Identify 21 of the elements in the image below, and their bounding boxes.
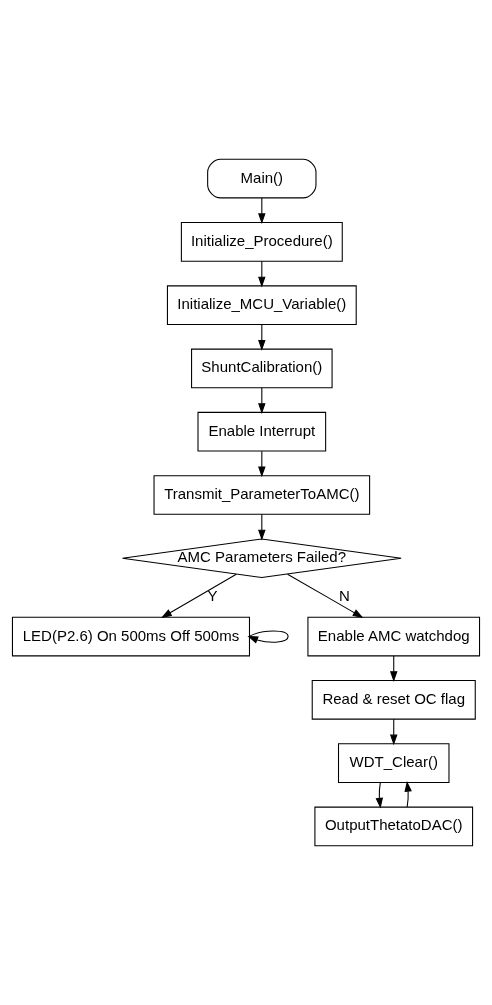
arrow [258,513,266,541]
node-diamond: AMC Parameters Failed? [121,538,402,579]
arrow [161,573,237,618]
arrow [258,260,266,288]
arrow [404,780,412,808]
node-box: Initialize_MCU_Variable() [166,285,357,325]
node-box: ShuntCalibration() [191,348,333,389]
node-box: Main() [207,158,317,199]
node-box: Transmit_ParameterToAMC() [153,475,371,515]
node-box: Read & reset OC flag [311,680,476,720]
node-box: WDT_Clear() [337,743,450,783]
arrow [375,782,384,809]
node-box: LED(P2.6) On 500ms Off 500ms [11,616,251,657]
node-box: Initialize_Procedure() [180,222,343,262]
arrow [247,630,289,644]
arrow [287,573,364,618]
edge-label: Y [207,587,218,605]
edge-label: N [338,587,350,605]
node-box: OutputThetatoDAC() [314,806,474,847]
node-box: Enable Interrupt [197,411,327,452]
node-box: Enable AMC watchdog [307,616,481,657]
